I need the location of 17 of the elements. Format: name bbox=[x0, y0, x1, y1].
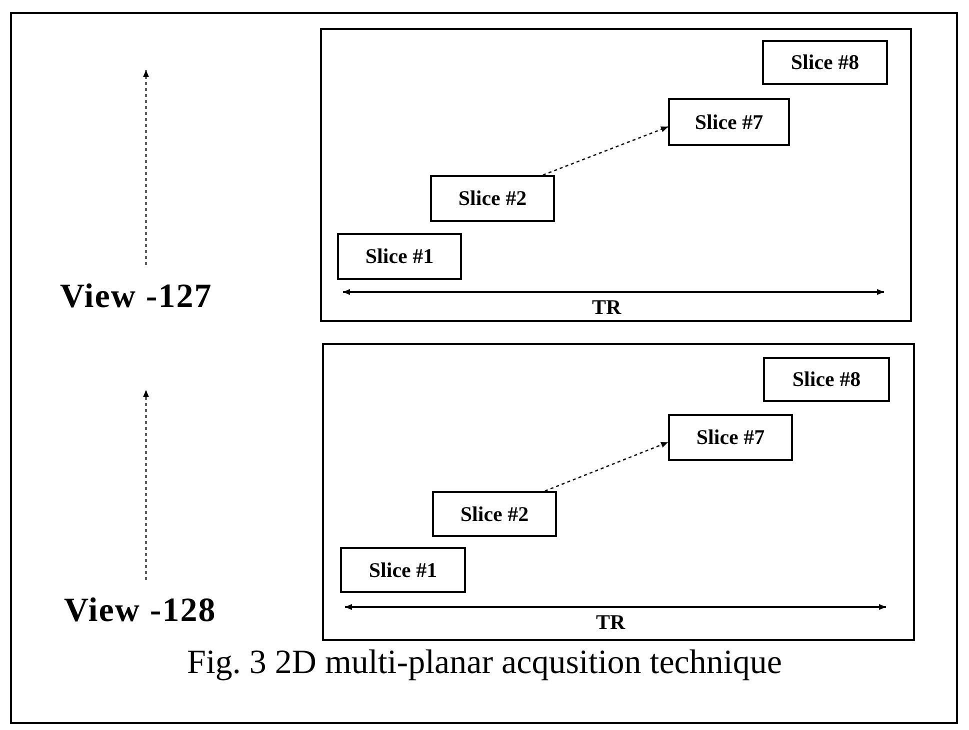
arrow bbox=[544, 442, 668, 492]
panel-box bbox=[320, 28, 912, 322]
slice-box: Slice #1 bbox=[340, 547, 466, 593]
dimension-label: TR bbox=[592, 295, 622, 320]
figure-caption: Fig. 3 2D multi-planar acqusition technique bbox=[187, 644, 782, 681]
slice-box: Slice #8 bbox=[762, 40, 888, 85]
slice-box: Slice #1 bbox=[337, 233, 462, 280]
slice-box: Slice #7 bbox=[668, 414, 793, 461]
dimension-label: TR bbox=[596, 610, 626, 635]
slice-box: Slice #2 bbox=[432, 491, 557, 537]
view-label: View -128 bbox=[64, 592, 216, 630]
slice-box: Slice #2 bbox=[430, 175, 555, 222]
arrow bbox=[542, 126, 668, 176]
view-label: View -127 bbox=[60, 278, 212, 316]
panel-box bbox=[322, 343, 915, 641]
slice-box: Slice #7 bbox=[668, 98, 790, 146]
slice-box: Slice #8 bbox=[763, 357, 890, 402]
